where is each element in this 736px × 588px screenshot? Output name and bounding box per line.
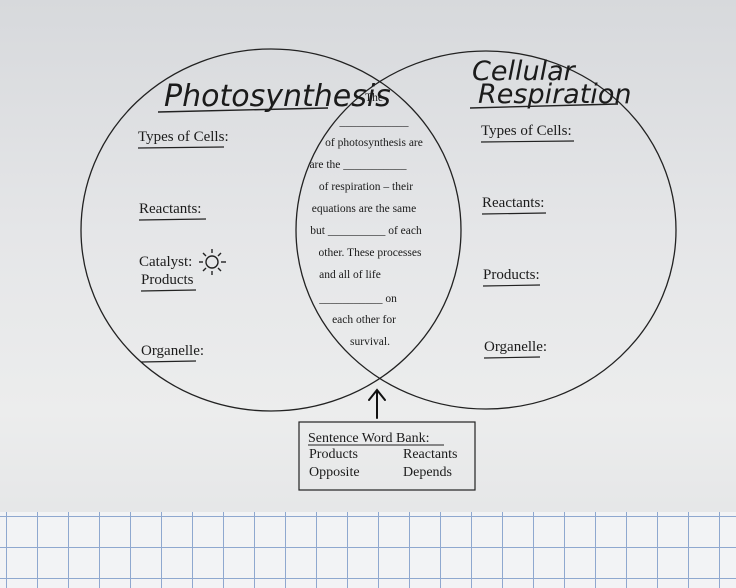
right-types-underline <box>480 140 575 143</box>
right-organelle-underline <box>483 356 541 359</box>
left-circle <box>80 48 462 412</box>
right-products-underline <box>482 284 541 287</box>
left-organelle-label: Organelle: <box>141 343 204 359</box>
left-reactants-underline <box>138 218 207 221</box>
left-types-underline <box>137 146 225 149</box>
middle-line-7: but __________ of each <box>310 225 422 237</box>
middle-line-1: The <box>365 92 383 104</box>
right-title-underline <box>469 103 619 109</box>
arrow-up-icon <box>368 388 386 419</box>
word-bank-word: Reactants <box>403 447 457 462</box>
graph-paper-below <box>0 512 736 588</box>
left-title: Photosynthesis <box>164 79 391 114</box>
word-bank-title: Sentence Word Bank: <box>308 431 429 446</box>
left-products-underline <box>140 289 197 292</box>
middle-line-3: of photosynthesis are <box>325 137 423 149</box>
middle-line-8: other. These processes <box>319 247 422 259</box>
right-reactants-label: Reactants: <box>482 195 544 211</box>
right-reactants-underline <box>481 212 547 215</box>
middle-line-6: equations are the same <box>312 203 416 215</box>
left-reactants-label: Reactants: <box>139 201 201 217</box>
right-organelle-label: Organelle: <box>484 339 547 355</box>
left-catalyst-label: Catalyst: <box>139 254 192 270</box>
middle-line-9: and all of life <box>319 269 381 281</box>
left-organelle-underline <box>140 360 197 363</box>
middle-line-11: each other for <box>332 314 396 326</box>
right-products-label: Products: <box>483 267 540 283</box>
right-types-of-cells-label: Types of Cells: <box>481 123 572 139</box>
word-bank-box <box>298 421 476 491</box>
right-circle <box>295 50 677 410</box>
left-products-label: Products <box>141 272 194 288</box>
word-bank-word: Opposite <box>309 465 360 480</box>
middle-sentence: The ____________ of photosynthesis are a… <box>309 92 422 348</box>
word-bank-word: Depends <box>403 465 452 480</box>
middle-line-12: survival. <box>350 336 390 348</box>
right-title-line1: Cellular <box>472 56 577 87</box>
middle-line-5: of respiration – their <box>319 181 413 193</box>
left-types-of-cells-label: Types of Cells: <box>138 129 229 145</box>
middle-line-10: ___________ on <box>318 293 397 305</box>
middle-line-2: ____________ <box>339 116 409 128</box>
middle-line-4: are the ___________ <box>309 159 406 171</box>
word-bank-word: Products <box>309 447 358 462</box>
left-title-underline <box>157 107 329 113</box>
sun-icon <box>199 249 226 275</box>
